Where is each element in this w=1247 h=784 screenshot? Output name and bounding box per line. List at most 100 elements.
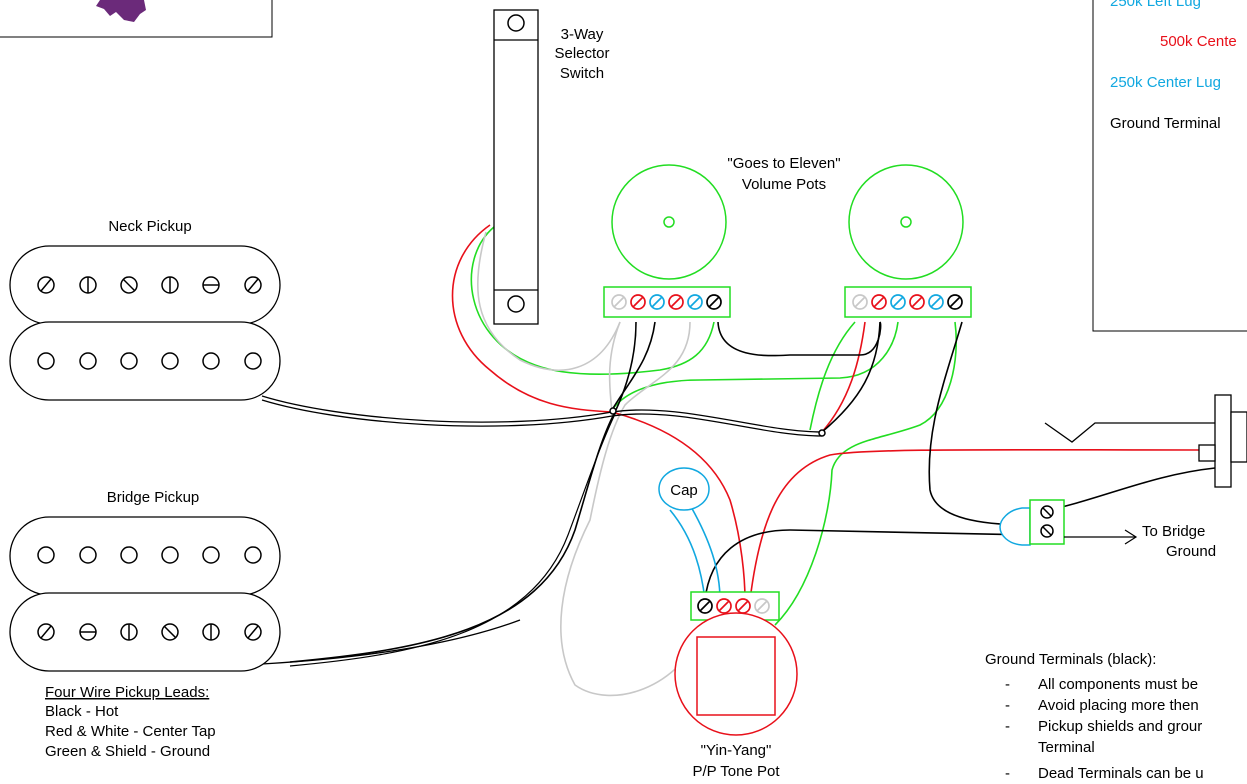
selector-switch <box>493 9 539 325</box>
wire-green-switch-volume <box>470 226 715 376</box>
screw-icon <box>37 276 55 294</box>
note-item: All components must be <box>1038 676 1198 693</box>
pole-piece-icon <box>202 352 220 370</box>
wire-black-volume-ground <box>928 321 1031 526</box>
arrow-icon <box>1064 529 1138 545</box>
character-logo-icon <box>96 0 146 22</box>
wire-green-pickup <box>809 321 856 431</box>
bridge-pickup-label: Bridge Pickup <box>107 489 200 506</box>
notes-list: - All components must be - Avoid placing… <box>1005 676 1204 782</box>
screw-icon <box>79 276 97 294</box>
note-item: Dead Terminals can be u <box>1038 765 1204 782</box>
wire-black-bridge-hot <box>289 321 637 663</box>
wire-green-tone-ground <box>774 321 958 626</box>
wire-red-jack <box>749 448 1216 601</box>
neck-pole-pieces <box>37 352 262 370</box>
switch-screw-icon <box>507 295 525 313</box>
capacitor: Cap <box>658 467 710 511</box>
pole-piece-icon <box>202 546 220 564</box>
tone-pot-label-2: P/P Tone Pot <box>692 763 780 780</box>
svg-text:-: - <box>1005 676 1010 693</box>
screw-icon <box>244 276 262 294</box>
notes-title: Ground Terminals (black): <box>985 651 1156 668</box>
cable-neck-a <box>261 395 823 433</box>
leads-item-black: Black - Hot <box>45 703 119 720</box>
screw-icon <box>244 623 262 641</box>
tone-pot-label-1: "Yin-Yang" <box>701 742 772 759</box>
output-jack <box>1044 394 1247 488</box>
cable-bridge-a <box>261 619 521 665</box>
legend-box: 250k Left Lug 500k Cente 250k Center Lug… <box>1092 0 1247 332</box>
leads-title: Four Wire Pickup Leads: <box>45 684 209 701</box>
wire-green-volume-link <box>611 321 899 411</box>
neck-pickup-label: Neck Pickup <box>108 218 191 235</box>
wire-gray-volume <box>608 321 621 413</box>
lug-icon <box>735 598 751 614</box>
wire-black-bridge-hot-2 <box>289 411 617 667</box>
screw-icon <box>161 276 179 294</box>
ground-screw-icon <box>1040 505 1054 519</box>
cap-label: Cap <box>670 482 698 499</box>
wire-black-jack-ground <box>1039 467 1216 513</box>
lug-icon <box>611 294 627 310</box>
bridge-pickup <box>9 516 281 672</box>
splice-node-1 <box>609 407 617 415</box>
wire-black-neck-switch <box>611 321 656 411</box>
note-item: Terminal <box>1038 739 1095 756</box>
wire-red-volume-pickup <box>821 321 866 433</box>
tone-lugs <box>697 598 770 614</box>
legend-500k-center: 500k Cente <box>1160 33 1237 50</box>
wire-gray-switch <box>476 231 621 371</box>
leads-item-green-shield: Green & Shield - Ground <box>45 743 210 760</box>
to-bridge-ground-label-2: Ground <box>1166 543 1216 560</box>
to-bridge-ground-label-1: To Bridge <box>1142 523 1205 540</box>
wire-black-tone-ground <box>704 529 1031 601</box>
wires <box>261 224 1216 697</box>
svg-text:-: - <box>1005 697 1010 714</box>
legend-250k-center-lug: 250k Center Lug <box>1110 74 1221 91</box>
legend-ground-terminal: Ground Terminal <box>1110 115 1221 132</box>
lug-icon <box>630 294 646 310</box>
lug-icon <box>706 294 722 310</box>
bridge-pole-pieces <box>37 546 262 564</box>
pole-piece-icon <box>244 546 262 564</box>
lug-icon <box>871 294 887 310</box>
lug-icon <box>928 294 944 310</box>
legend-250k-left-lug: 250k Left Lug <box>1110 0 1201 10</box>
lug-icon <box>649 294 665 310</box>
pole-piece-icon <box>161 546 179 564</box>
cable-neck-b <box>261 399 823 437</box>
lug-icon <box>909 294 925 310</box>
wire-black-volume-link <box>717 321 882 357</box>
switch-label-1: 3-Way <box>561 26 604 43</box>
lug-icon <box>668 294 684 310</box>
splice-node-2 <box>818 429 826 437</box>
pole-piece-icon <box>37 352 55 370</box>
pole-piece-icon <box>79 352 97 370</box>
screw-icon <box>37 623 55 641</box>
volume-pot-left <box>603 164 731 318</box>
volume-pots-label-2: Volume Pots <box>742 176 826 193</box>
lug-icon <box>890 294 906 310</box>
pole-piece-icon <box>120 546 138 564</box>
screw-icon <box>202 623 220 641</box>
screw-icon <box>79 623 97 641</box>
lug-icon <box>947 294 963 310</box>
volume-pot-right <box>844 164 972 318</box>
logo-box <box>0 0 273 38</box>
bridge-adjust-screws <box>37 623 262 641</box>
screw-icon <box>120 623 138 641</box>
wire-cyan-cap-a <box>689 504 721 601</box>
pole-piece-icon <box>120 352 138 370</box>
lug-icon <box>754 598 770 614</box>
lug-icon <box>716 598 732 614</box>
tone-pot <box>674 591 798 736</box>
pole-piece-icon <box>37 546 55 564</box>
switch-label-2: Selector <box>554 45 609 62</box>
lug-icon <box>687 294 703 310</box>
volume-lugs <box>611 294 963 310</box>
lug-icon <box>697 598 713 614</box>
screw-icon <box>120 276 138 294</box>
svg-text:-: - <box>1005 765 1010 782</box>
